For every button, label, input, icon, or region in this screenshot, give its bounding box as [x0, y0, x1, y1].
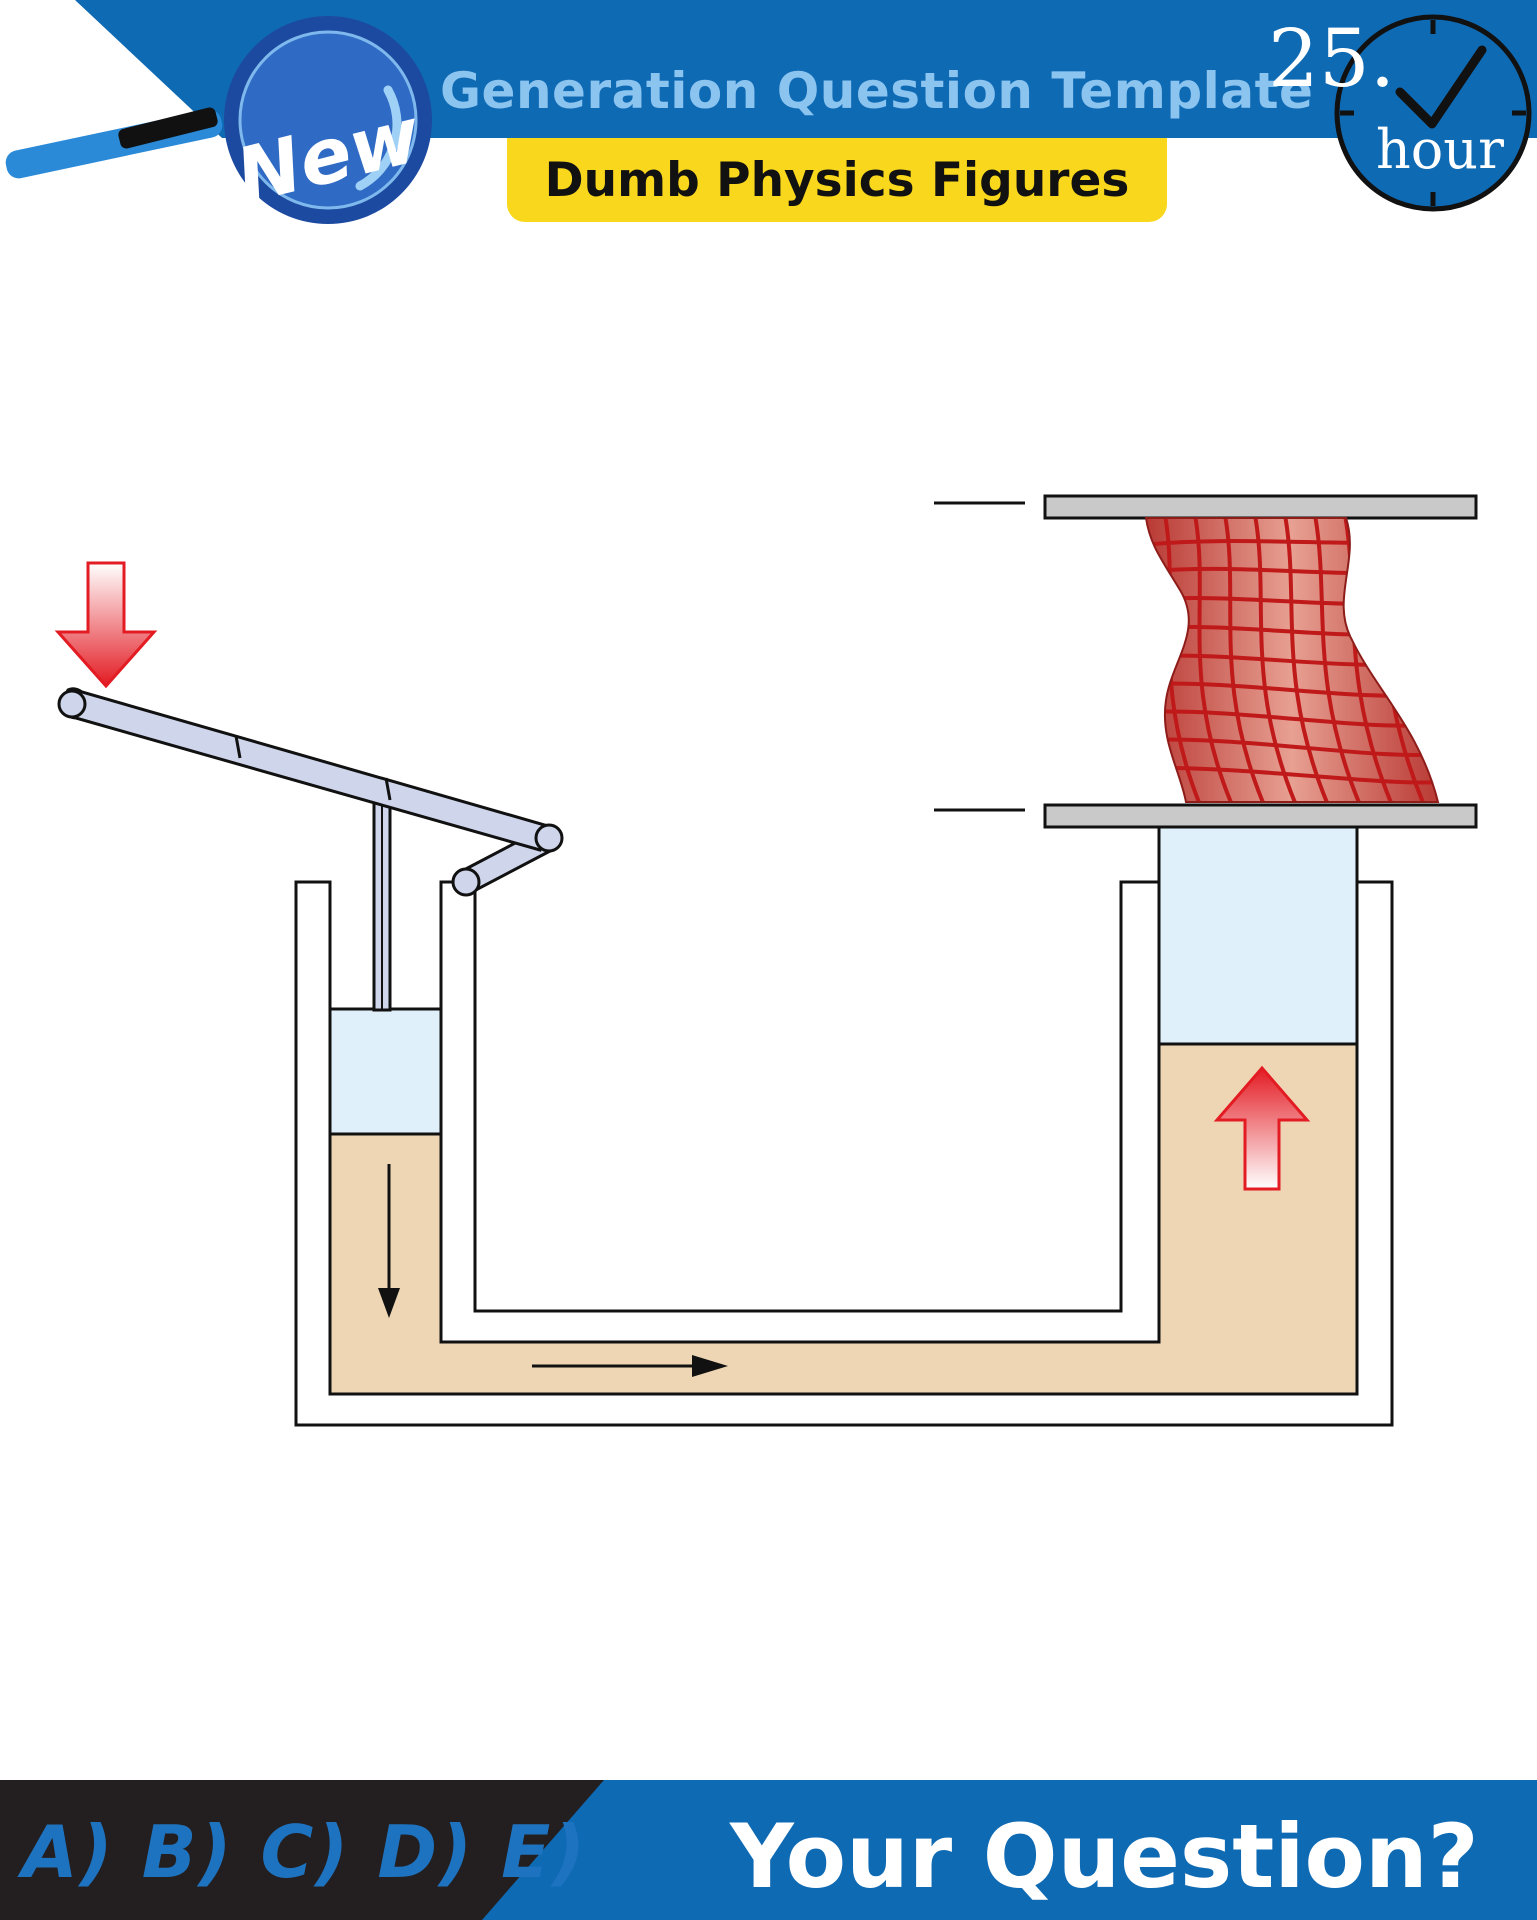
small-piston [328, 1007, 443, 1136]
header-band [75, 0, 1537, 138]
flow-down-arrow-icon [378, 1164, 400, 1318]
subtitle-text: Dumb Physics Figures [544, 152, 1130, 208]
timer-unit: hour [1376, 118, 1504, 181]
clock-check-icon [1334, 14, 1532, 212]
answer-options: A) B) C) D) E) [22, 1810, 588, 1894]
flow-right-arrow-icon [532, 1355, 728, 1377]
compressed-material-icon [1144, 517, 1440, 803]
hydraulic-press-diagram [54, 494, 1478, 1427]
container-inner-wall [439, 880, 1161, 1344]
question-prompt: Your Question? [730, 1805, 1479, 1908]
magnifier-icon [5, 16, 432, 224]
footer-dark-band [0, 1780, 604, 1920]
lever-handle-icon [57, 687, 564, 1012]
page-title: Generation Question Template [440, 62, 1314, 120]
bottom-plate [1043, 803, 1478, 829]
subtitle-pill: Dumb Physics Figures [507, 138, 1167, 222]
header [5, 0, 1537, 224]
timer-number: 25. [1268, 12, 1396, 105]
footer [0, 1780, 1537, 1920]
large-piston [1157, 825, 1359, 1046]
top-plate [1043, 494, 1478, 520]
new-badge-text: New [227, 89, 429, 221]
up-arrow-red-icon [1213, 1065, 1311, 1191]
down-arrow-red-icon [54, 561, 158, 689]
